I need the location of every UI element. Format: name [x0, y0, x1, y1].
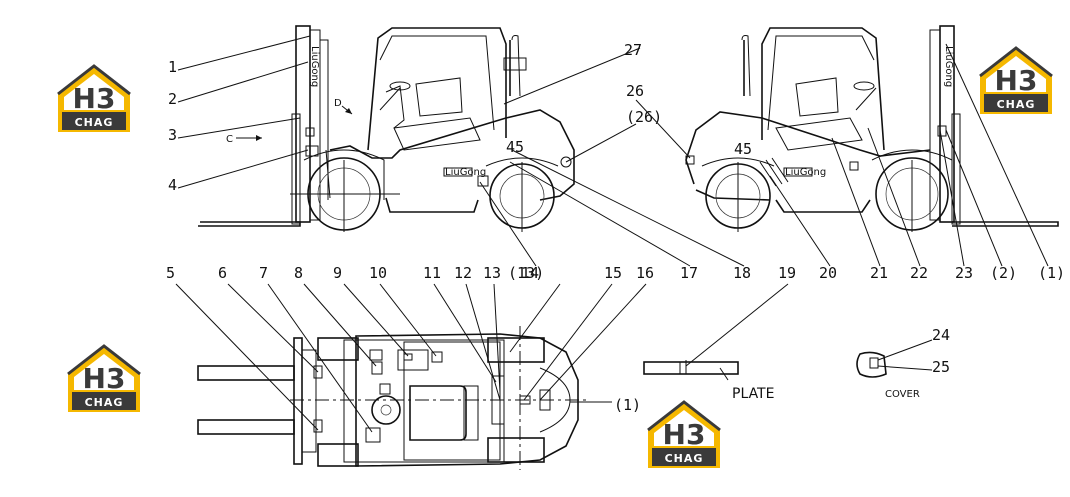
svg-text:(2): (2): [990, 264, 1017, 282]
svg-text:18: 18: [733, 264, 751, 282]
svg-text:7: 7: [259, 264, 268, 282]
forklift-right-side-view: LiuGong 45 LiuGong: [685, 25, 1059, 232]
svg-text:16: 16: [636, 264, 654, 282]
svg-text:8: 8: [294, 264, 303, 282]
svg-text:22: 22: [910, 264, 928, 282]
svg-text:19: 19: [778, 264, 796, 282]
svg-text:(13): (13): [508, 264, 544, 282]
svg-text:17: 17: [680, 264, 698, 282]
svg-text:CHAG: CHAG: [665, 452, 704, 465]
svg-text:COVER: COVER: [885, 389, 920, 400]
callouts-right-view: 26 20 21 22 23 (2) (1): [626, 43, 1065, 282]
svg-text:27: 27: [624, 41, 642, 59]
svg-text:9: 9: [333, 264, 342, 282]
svg-text:15: 15: [604, 264, 622, 282]
svg-text:(26): (26): [626, 108, 662, 126]
svg-text:14: 14: [521, 264, 539, 282]
svg-text:(1): (1): [1038, 264, 1065, 282]
cover-detail: COVER 24 25: [856, 326, 950, 400]
callouts-top-view: 5 6 7 8 9 10 11 12 13 (13) 15 16 (1): [166, 264, 654, 433]
svg-text:5: 5: [166, 264, 175, 282]
logo-top-right: H3 CHAG: [978, 46, 1054, 116]
svg-text:PLATE: PLATE: [732, 386, 774, 402]
svg-text:12: 12: [454, 264, 472, 282]
svg-text:21: 21: [870, 264, 888, 282]
svg-text:H3: H3: [73, 82, 116, 115]
logo-top-left: H3 CHAG: [56, 64, 132, 134]
svg-text:D: D: [334, 98, 342, 109]
callouts-left-view: 1 2 3 4 27 (26) 14 17 18: [168, 35, 751, 282]
svg-text:13: 13: [483, 264, 501, 282]
plate-detail: PLATE 19: [643, 264, 796, 402]
svg-text:10: 10: [369, 264, 387, 282]
svg-text:CHAG: CHAG: [997, 98, 1036, 111]
forklift-top-view: [197, 326, 590, 470]
forklift-left-side-view: LiuGong 45 LiuGong: [198, 25, 575, 232]
svg-text:H3: H3: [995, 64, 1038, 97]
svg-text:23: 23: [955, 264, 973, 282]
svg-text:H3: H3: [83, 362, 126, 395]
svg-text:H3: H3: [663, 418, 706, 451]
svg-text:3: 3: [168, 126, 177, 144]
svg-text:LiuGong: LiuGong: [445, 167, 486, 178]
svg-text:LiuGong: LiuGong: [309, 46, 320, 87]
svg-text:6: 6: [218, 264, 227, 282]
svg-text:45: 45: [734, 140, 752, 158]
svg-text:CHAG: CHAG: [75, 116, 114, 129]
svg-text:11: 11: [423, 264, 441, 282]
svg-text:25: 25: [932, 358, 950, 376]
svg-text:LiuGong: LiuGong: [943, 46, 954, 87]
svg-text:4: 4: [168, 176, 177, 194]
svg-text:24: 24: [932, 326, 950, 344]
svg-text:2: 2: [168, 90, 177, 108]
svg-text:45: 45: [506, 138, 524, 156]
svg-text:CHAG: CHAG: [85, 396, 124, 409]
svg-text:26: 26: [626, 82, 644, 100]
svg-text:LiuGong: LiuGong: [785, 167, 826, 178]
logo-bottom-left: H3 CHAG: [66, 344, 142, 414]
logo-bottom-center: H3 CHAG: [646, 400, 722, 470]
svg-text:C: C: [226, 134, 233, 145]
svg-text:20: 20: [819, 264, 837, 282]
svg-text:1: 1: [168, 58, 177, 76]
svg-text:(1): (1): [614, 396, 641, 414]
